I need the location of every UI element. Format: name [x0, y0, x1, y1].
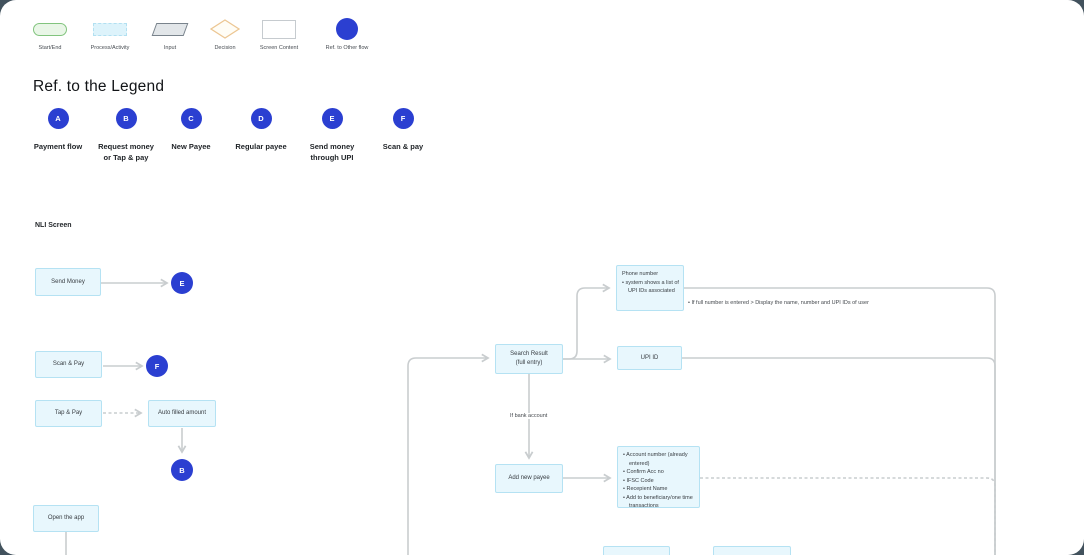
node-scan-pay[interactable]: Scan & Pay: [35, 351, 102, 378]
legend-item-c[interactable]: C New Payee: [149, 108, 233, 152]
page-title: Ref. to the Legend: [33, 78, 165, 95]
account-bullet: IFSC Code: [623, 477, 696, 486]
legend-circle-f: F: [392, 108, 414, 129]
node-upi-id[interactable]: UPI ID: [617, 346, 682, 370]
node-account-details[interactable]: Account number (already entered) Confirm…: [617, 446, 700, 511]
start-end-shape-icon: [33, 22, 67, 36]
connector-phone-number-right[interactable]: [684, 287, 996, 555]
phone-number-bullet: system shows a list of UPI IDs associate…: [622, 279, 680, 296]
legend-item-b[interactable]: B Request money or Tap & pay: [84, 108, 168, 164]
node-open-the-app[interactable]: Open the app: [33, 505, 99, 532]
legend-circle-c: C: [180, 108, 202, 129]
annotation-full-number-note: If full number is entered > Display the …: [688, 300, 868, 306]
node-bottom-left[interactable]: [603, 546, 670, 555]
section-label-nli-screen: NLI Screen: [35, 222, 72, 229]
connector-account-right[interactable]: [700, 477, 996, 555]
legend-label: Scan & pay: [382, 142, 424, 151]
shape-label: Screen Content: [259, 45, 299, 51]
legend-shape-process[interactable]: Process/Activity: [80, 17, 140, 51]
legend-label: Send money through UPI: [309, 142, 355, 163]
account-bullet: Add to beneficiary/one time transactions: [623, 494, 696, 511]
shape-label: Start/End: [38, 45, 62, 51]
node-send-money[interactable]: Send Money: [35, 268, 101, 296]
legend-item-e[interactable]: E Send money through UPI: [290, 108, 374, 164]
account-bullet: Account number (already entered): [623, 451, 696, 468]
legend-shape-decision[interactable]: Decision: [195, 17, 255, 51]
connector-bottom-to-search-result[interactable]: [407, 358, 488, 555]
ref-node-b[interactable]: B: [171, 459, 193, 481]
node-phone-number[interactable]: Phone number system shows a list of UPI …: [616, 265, 684, 311]
connector-upi-id-right[interactable]: [682, 357, 996, 555]
account-bullet: Confirm Acc no: [623, 468, 696, 477]
legend-label: Request money or Tap & pay: [98, 142, 154, 163]
shape-label: Process/Activity: [90, 45, 130, 51]
shape-label: Decision: [214, 45, 236, 51]
legend-circle-b: B: [115, 108, 137, 129]
process-shape-icon: [93, 22, 127, 36]
decision-shape-icon: [210, 17, 240, 41]
screen-content-shape-icon: [262, 19, 296, 39]
shape-label: Input: [163, 45, 177, 51]
legend-item-a[interactable]: A Payment flow: [16, 108, 100, 152]
shape-label: Ref. to Other flow: [325, 45, 369, 51]
node-auto-filled-amount[interactable]: Auto filled amount: [148, 400, 216, 427]
legend-label: New Payee: [171, 142, 211, 151]
input-shape-icon: [151, 22, 189, 36]
connector-search-result-to-phone-number[interactable]: [563, 288, 609, 360]
node-add-new-payee[interactable]: Add new payee: [495, 464, 563, 493]
phone-number-title: Phone number: [622, 271, 659, 277]
legend-item-f[interactable]: F Scan & pay: [361, 108, 445, 152]
node-search-result[interactable]: Search Result (full entry): [495, 344, 563, 374]
legend-circle-d: D: [250, 108, 272, 129]
legend-shape-start-end[interactable]: Start/End: [20, 17, 80, 51]
legend-label: Regular payee: [235, 142, 287, 151]
legend-circle-a: A: [47, 108, 69, 129]
legend-shape-screen-content[interactable]: Screen Content: [249, 17, 309, 51]
legend-item-d[interactable]: D Regular payee: [219, 108, 303, 152]
legend-circle-e: E: [321, 108, 343, 129]
ref-node-f[interactable]: F: [146, 355, 168, 377]
legend-shape-ref-other-flow[interactable]: Ref. to Other flow: [312, 17, 382, 51]
legend-shape-input[interactable]: Input: [140, 17, 200, 51]
node-bottom-right[interactable]: [713, 546, 791, 555]
ref-node-e[interactable]: E: [171, 272, 193, 294]
annotation-if-bank-account: If bank account: [508, 413, 550, 419]
account-bullet: Recepient Name: [623, 485, 696, 494]
node-tap-pay[interactable]: Tap & Pay: [35, 400, 102, 427]
legend-label: Payment flow: [33, 142, 83, 151]
ref-circle-icon: [336, 18, 358, 40]
